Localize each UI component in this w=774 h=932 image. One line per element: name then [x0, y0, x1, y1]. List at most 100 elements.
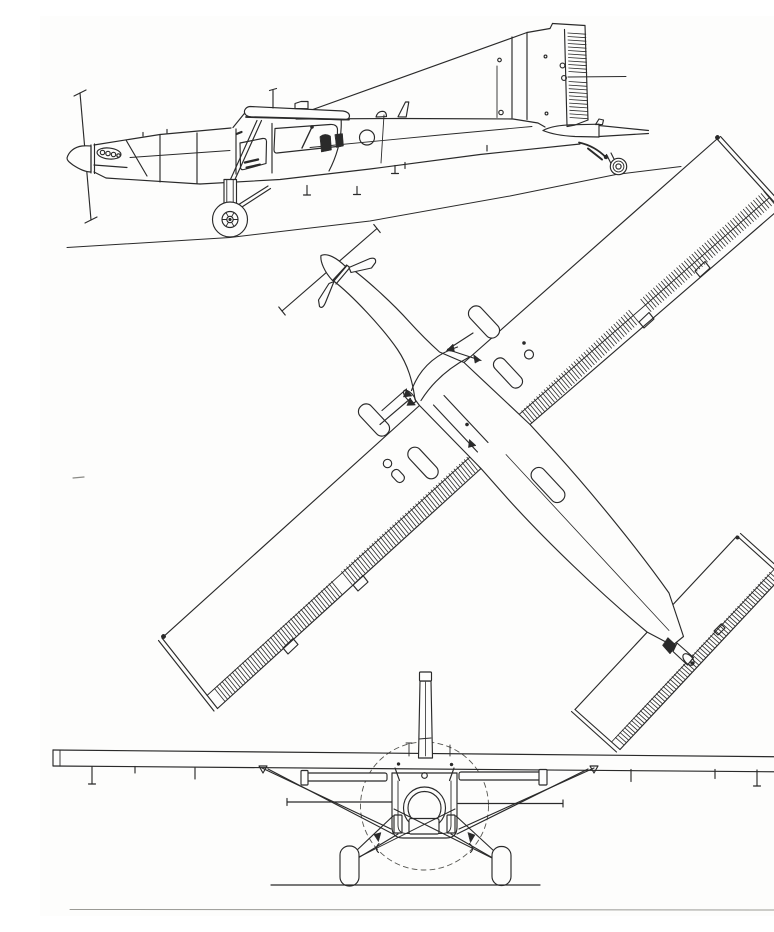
- hatch-stroke: [393, 525, 404, 538]
- plan-view: [159, 135, 774, 752]
- tailplane-tip: [737, 536, 774, 577]
- hatch-stroke: [324, 589, 335, 602]
- hatch-stroke: [398, 520, 409, 533]
- wing-strut: [230, 121, 257, 181]
- hatch-stroke: [570, 103, 588, 104]
- hatch-stroke: [390, 527, 401, 540]
- ground-line: [67, 167, 681, 248]
- hatch-stroke: [349, 565, 360, 578]
- hatch-stroke: [568, 47, 586, 48]
- seat-silhouette: [335, 134, 344, 148]
- control-tab: [283, 639, 298, 655]
- hatch-stroke: [570, 110, 588, 111]
- nav-light: [161, 634, 165, 638]
- hatch-stroke: [728, 223, 738, 235]
- hatch-stroke: [421, 499, 432, 512]
- hatch-stroke: [268, 640, 279, 653]
- hatch-stroke: [375, 541, 386, 554]
- hatch-stroke: [751, 203, 761, 215]
- hatch-stroke: [723, 227, 733, 239]
- aircraft-three-view-drawing: [40, 16, 774, 916]
- hatch-stroke: [713, 236, 723, 248]
- hatch-stroke: [679, 670, 688, 678]
- flap-hinge-line: [207, 457, 471, 696]
- hatch-stroke: [569, 68, 587, 69]
- hatch-stroke: [542, 392, 552, 404]
- hatch-stroke: [572, 364, 582, 376]
- hatch-stroke: [237, 668, 248, 681]
- hatch-stroke: [388, 530, 399, 543]
- hatch-stroke: [457, 467, 468, 480]
- hatch-stroke: [352, 562, 363, 575]
- hatch-stroke: [296, 614, 307, 627]
- hatch-stroke: [298, 612, 309, 625]
- hatch-stroke: [529, 404, 539, 416]
- fin-fitting: [498, 58, 502, 62]
- hatch-stroke: [400, 518, 411, 531]
- dimension-tick: [374, 225, 380, 233]
- hatch-stroke: [380, 537, 391, 550]
- gear-dart: [447, 344, 455, 352]
- hatch-stroke: [577, 359, 587, 371]
- hatch-stroke: [441, 481, 452, 494]
- hatch-stroke: [569, 72, 587, 73]
- hatch-stroke: [255, 651, 266, 664]
- tailwheel-link: [588, 149, 602, 160]
- hatch-stroke: [569, 96, 587, 97]
- hatch-stroke: [354, 560, 365, 573]
- hatch-stroke: [240, 665, 251, 678]
- hatch-stroke: [569, 89, 587, 90]
- hatch-stroke: [286, 623, 297, 636]
- hatch-stroke: [697, 250, 707, 262]
- hatch-stroke: [569, 100, 587, 101]
- gear-dart: [374, 833, 381, 842]
- flap-torque-tube: [459, 772, 541, 780]
- dome-antenna: [376, 111, 387, 117]
- hatch-stroke: [385, 532, 396, 545]
- dimension-tick: [279, 307, 285, 315]
- tailplane-tip: [575, 710, 620, 750]
- hatch-stroke: [749, 594, 758, 602]
- fuselage-sill-line: [130, 151, 230, 158]
- hatch-stroke: [754, 589, 763, 597]
- panel-line: [126, 140, 147, 176]
- fuel-filler: [525, 350, 534, 359]
- hatch-stroke: [449, 474, 460, 487]
- wheel-axle: [229, 218, 232, 221]
- hatch-stroke: [670, 679, 679, 687]
- hatch-stroke: [677, 268, 687, 280]
- hatch-stroke: [736, 216, 746, 228]
- flap-hinge-line: [519, 198, 770, 415]
- hatch-stroke: [627, 725, 636, 733]
- hatch-stroke: [629, 723, 638, 731]
- hatch-stroke: [459, 464, 470, 477]
- hatch-stroke: [406, 513, 417, 526]
- seat-silhouette: [320, 134, 332, 152]
- hatch-stroke: [622, 730, 631, 738]
- cowl-top: [94, 128, 231, 145]
- hatch-stroke: [746, 207, 756, 219]
- hatch-stroke: [527, 406, 537, 418]
- hatch-stroke: [383, 534, 394, 547]
- hatch-stroke: [645, 706, 654, 714]
- hatch-stroke: [740, 604, 749, 612]
- hatch-stroke: [569, 85, 587, 86]
- cabin-dark-detail: [245, 160, 258, 163]
- hatch-stroke: [756, 587, 765, 595]
- hatch-stroke: [319, 593, 330, 606]
- elevator-horn: [596, 119, 604, 125]
- flap-aileron-hatching: [215, 582, 343, 702]
- roof-bracket: [295, 102, 308, 109]
- hatch-stroke: [711, 636, 720, 644]
- gear-strut-plan: [382, 389, 407, 411]
- hatch-stroke: [250, 656, 261, 669]
- hatch-stroke: [616, 737, 625, 745]
- hatch-stroke: [733, 218, 743, 230]
- hatch-stroke: [731, 221, 741, 233]
- hatch-stroke: [301, 609, 312, 622]
- rudder-hatching: [568, 33, 587, 73]
- fin-fitting: [499, 110, 503, 114]
- hatch-stroke: [574, 362, 584, 374]
- fuselage-outline: [333, 265, 684, 646]
- exhaust-port: [106, 151, 110, 155]
